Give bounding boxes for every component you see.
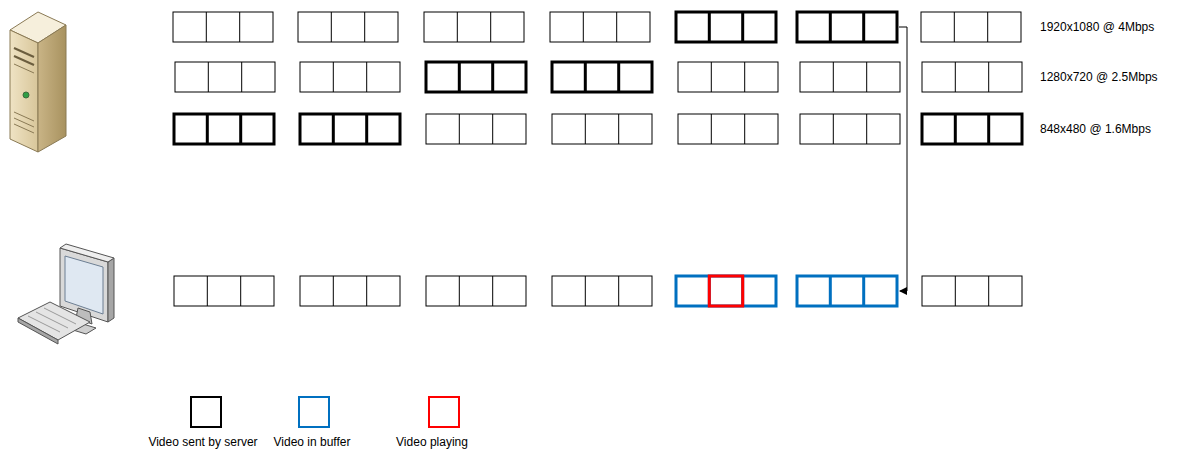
legend-swatch: [298, 396, 330, 428]
client-computer-icon: [18, 244, 114, 344]
legend-text: Video in buffer: [274, 435, 351, 449]
legend-text: Video playing: [396, 435, 468, 449]
segment-grid: [173, 12, 1022, 144]
resolution-bitrate-label: 848x480 @ 1.6Mbps: [1040, 122, 1151, 136]
legend-swatch: [428, 396, 460, 428]
delivery-arrow: [899, 27, 907, 291]
server-icon: [10, 12, 66, 152]
client-segment-row: [174, 276, 1022, 306]
legend-swatch: [190, 396, 222, 428]
resolution-bitrate-label: 1280x720 @ 2.5Mbps: [1040, 70, 1158, 84]
legend-text: Video sent by server: [148, 435, 257, 449]
resolution-bitrate-label: 1920x1080 @ 4Mbps: [1040, 20, 1154, 34]
